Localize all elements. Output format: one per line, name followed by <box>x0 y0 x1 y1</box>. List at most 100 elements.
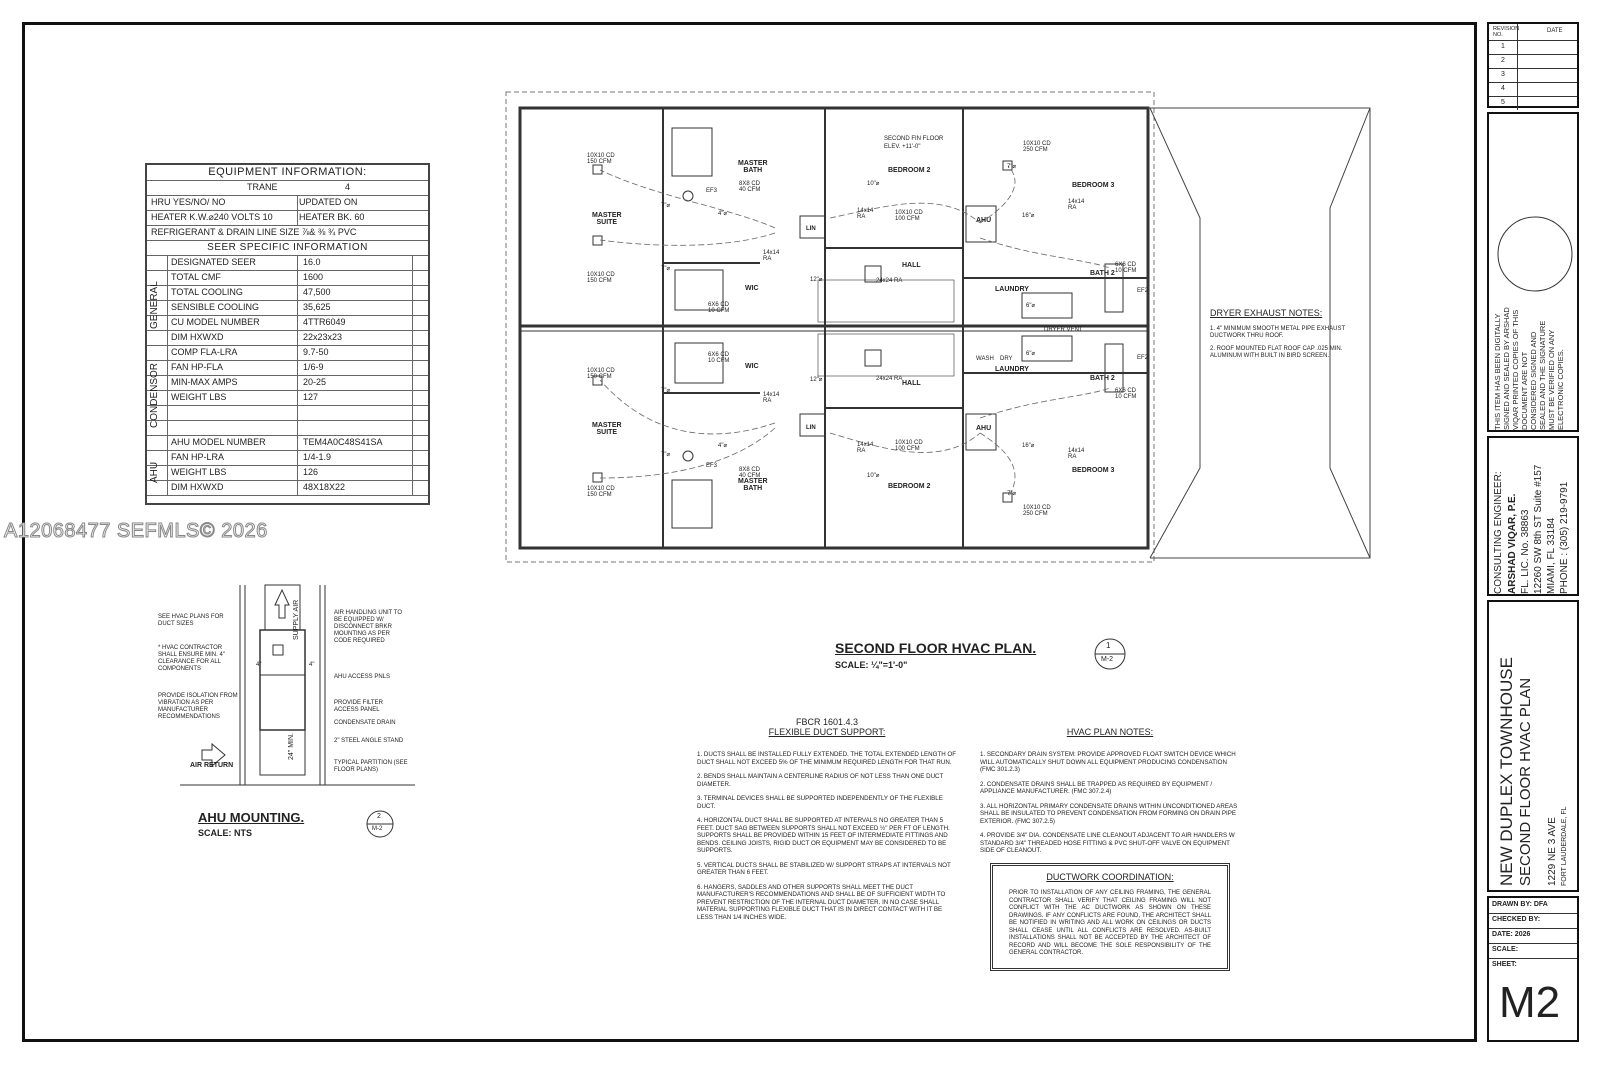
wash-label: WASH <box>976 356 994 362</box>
equipment-row-label: MIN-MAX AMPS <box>171 377 238 387</box>
duct-size: 12"⌀ <box>810 277 823 283</box>
equipment-row-value: 1/4-1.9 <box>303 452 332 462</box>
fbcr-item: 6. HANGERS, SADDLES AND OTHER SUPPORTS S… <box>697 883 946 921</box>
duct-size: 6"⌀ <box>1026 303 1036 309</box>
room-hall-top: HALL <box>902 262 921 269</box>
duct-size: 7"⌀ <box>661 266 671 272</box>
revision-number: 1 <box>1501 43 1505 50</box>
cd-label: 8X8 CD 40 CFM <box>739 181 761 193</box>
equipment-row-label: AHU MODEL NUMBER <box>171 437 266 447</box>
hvac-note: 4. PROVIDE 3/4" DIA. CONDENSATE LINE CLE… <box>980 832 1235 854</box>
brand-row: TRANE 4 <box>147 180 428 196</box>
dryer-notes-title: DRYER EXHAUST NOTES: <box>1210 308 1323 318</box>
fbcr-title: FLEXIBLE DUCT SUPPORT: <box>768 727 886 737</box>
ahu-ref-bubble <box>366 810 394 838</box>
dryer-note: 2. ROOF MOUNTED FLAT ROOF CAP .025 MIN. … <box>1210 346 1343 359</box>
plan-title: SECOND FLOOR HVAC PLAN. <box>835 640 1037 656</box>
room-wic-bottom: WIC <box>745 363 759 370</box>
seal-text: THIS ITEM HAS BEEN DIGITALLY SIGNED AND … <box>1493 307 1565 430</box>
elevation-label: ELEV. +11'-0" <box>884 144 921 150</box>
cd-label: 6X6 CD 10 CFM <box>1115 262 1137 274</box>
room-bedroom2-top: BEDROOM 2 <box>888 167 931 174</box>
room-laundry-top: LAUNDRY <box>995 286 1029 293</box>
sheet-info-block: DRAWN BY: DFA CHECKED BY: DATE: 2026 SCA… <box>1487 896 1579 1042</box>
room-ahu-top: AHU <box>976 217 992 224</box>
group-condensor: CONDENSOR <box>149 362 160 428</box>
equipment-row <box>147 405 428 421</box>
equipment-row-value: 9.7-50 <box>303 347 329 357</box>
ra-label: 24x24 RA <box>876 376 903 382</box>
seal-circle <box>1497 216 1573 292</box>
drawn-by: DRAWN BY: DFA <box>1492 901 1548 908</box>
room-bath2-top: BATH 2 <box>1090 270 1115 277</box>
duct-size: 16"⌀ <box>1022 443 1035 449</box>
equipment-row-value: 16.0 <box>303 257 321 267</box>
cd-label: 6X6 CD 10 CFM <box>708 352 730 364</box>
title-block: REVISION NO. DATE 1 2 3 4 5 THIS ITEM HA… <box>1487 22 1580 1042</box>
room-lin-bottom: LIN <box>806 425 816 431</box>
project-address: 1229 NE 3 AVE <box>1547 817 1558 886</box>
roof-outline <box>1149 107 1371 559</box>
ductwork-text: PRIOR TO INSTALLATION OF ANY CEILING FRA… <box>1009 890 1211 956</box>
drawing-border <box>22 22 1477 1042</box>
plan-ref-number: 1 <box>1106 641 1111 650</box>
exhaust-fan-label: EF3 <box>706 188 718 194</box>
dryer-exhaust-notes: DRYER EXHAUST NOTES: 1. 4" MINIMUM SMOOT… <box>1210 308 1350 360</box>
engineer-name: ARSHAD VIQAR, P.E. <box>1507 493 1518 594</box>
ra-label: 14x14 RA <box>1068 448 1085 460</box>
fbcr-item: 1. DUCTS SHALL BE INSTALLED FULLY EXTEND… <box>697 751 957 766</box>
fbcr-item: 3. TERMINAL DEVICES SHALL BE SUPPORTED I… <box>697 795 943 810</box>
room-master-bath-bottom: MASTER BATH <box>738 478 768 492</box>
ahu-ref-sheet: M-2 <box>372 826 383 832</box>
project-city: FORT LAUDERDALE, FL <box>1561 806 1568 887</box>
room-ahu-bottom: AHU <box>976 425 992 432</box>
fbcr-item: 4. HORIZONTAL DUCT SHALL BE SUPPORTED AT… <box>697 817 950 854</box>
equipment-table: EQUIPMENT INFORMATION: TRANE 4 HRU YES/N… <box>145 163 430 505</box>
project-name: NEW DUPLEX TOWNHOUSE <box>1497 657 1516 886</box>
ahu-note: 2" STEEL ANGLE STAND <box>334 738 404 744</box>
room-bedroom3-top: BEDROOM 3 <box>1072 182 1115 189</box>
cd-label: 10X10 CD 100 CFM <box>895 440 923 452</box>
room-master-suite-bottom: MASTER SUITE <box>592 422 622 436</box>
engineer-role: CONSULTING ENGINEER: <box>1493 471 1504 594</box>
equipment-row-label: WEIGHT LBS <box>171 392 227 402</box>
equipment-row-label: FAN HP-FLA <box>171 362 224 372</box>
equipment-row-value: 4TTR6049 <box>303 317 346 327</box>
duct-size: 7"⌀ <box>661 388 671 394</box>
cd-label: 6X6 CD 10 CFM <box>1115 388 1137 400</box>
ra-label: 14x14 RA <box>857 208 874 220</box>
equipment-row-label: WEIGHT LBS <box>171 467 227 477</box>
clearance-dim: 4" <box>309 662 315 668</box>
hru-row: HRU YES/NO/ NO UPDATED ON <box>147 195 428 211</box>
room-bedroom3-bottom: BEDROOM 3 <box>1072 467 1115 474</box>
sheet-date: DATE: 2026 <box>1492 931 1531 938</box>
fbcr-item: 2. BENDS SHALL MAINTAIN A CENTERLINE RAD… <box>697 773 944 788</box>
second-fin-floor-label: SECOND FIN FLOOR <box>884 136 944 142</box>
plan-ref-sheet: M-2 <box>1101 656 1114 663</box>
room-bath2-bottom: BATH 2 <box>1090 375 1115 382</box>
engineer-block: CONSULTING ENGINEER: ARSHAD VIQAR, P.E. … <box>1487 436 1579 596</box>
ahu-mounting-detail <box>180 584 415 786</box>
engineer-phone: PHONE : (305) 219-9791 <box>1559 481 1570 594</box>
equipment-row-label: FAN HP-LRA <box>171 452 225 462</box>
checked-by: CHECKED BY: <box>1492 916 1541 923</box>
room-master-suite-top: MASTER SUITE <box>592 212 622 226</box>
seal-block: THIS ITEM HAS BEEN DIGITALLY SIGNED AND … <box>1487 112 1579 432</box>
cd-label: 10X10 CD 150 CFM <box>587 272 615 284</box>
room-laundry-bottom: LAUNDRY <box>995 366 1029 373</box>
ahu-mounting-title: AHU MOUNTING. <box>198 810 305 825</box>
ahu-note: TYPICAL PARTITION (SEE FLOOR PLANS) <box>334 760 408 773</box>
equipment-row-label: TOTAL COOLING <box>171 287 243 297</box>
watermark: A12068477 SEFMLS© 2026 <box>4 520 268 543</box>
duct-size: 7"⌀ <box>661 452 671 458</box>
revision-number: 3 <box>1501 71 1505 78</box>
equipment-row-label: DESIGNATED SEER <box>171 257 256 267</box>
